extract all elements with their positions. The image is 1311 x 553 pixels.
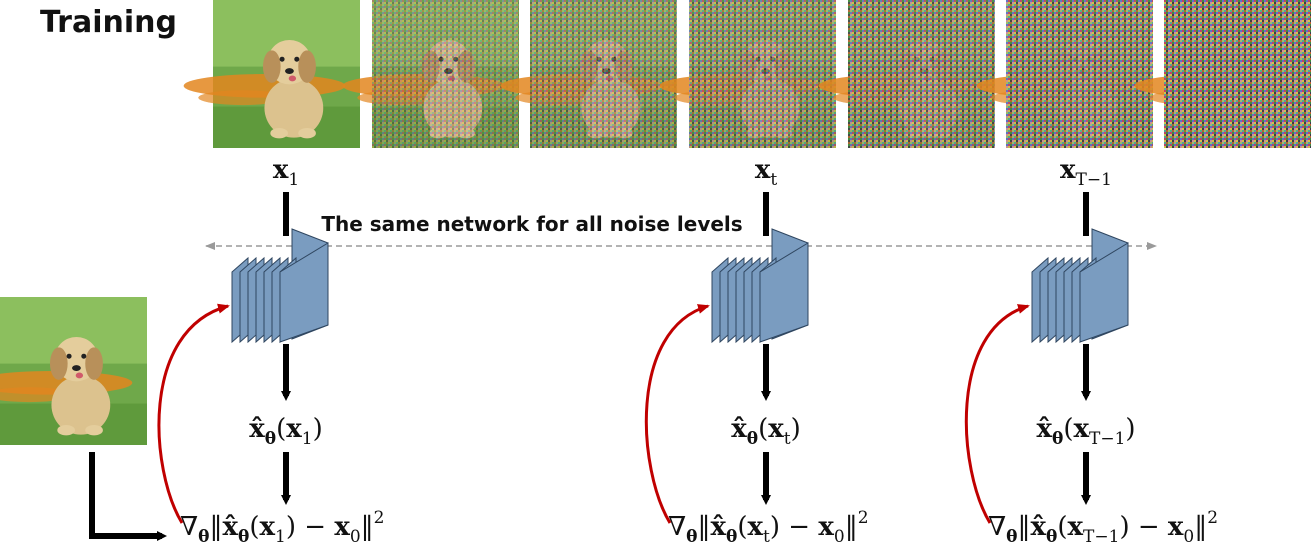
training-column: xT−1 x̂θ(xT−1) ∇θ‖x̂θ(xT−1) − x0‖2 bbox=[964, 155, 1218, 547]
training-columns: x1 x̂θ(x1) ∇θ‖x̂θ(x1) − x0‖2 xt x̂θ(xt) ∇θ‖x̂… bbox=[157, 155, 1218, 547]
noise-frame bbox=[183, 0, 360, 148]
denoising-network-icon bbox=[231, 228, 329, 344]
denoising-network-icon bbox=[711, 228, 809, 344]
noise-frame bbox=[818, 0, 995, 148]
noise-frame bbox=[659, 0, 836, 148]
prediction-label: x̂θ(x1) bbox=[249, 414, 323, 449]
training-column: xt x̂θ(xt) ∇θ‖x̂θ(xt) − x0‖2 bbox=[644, 155, 869, 547]
input-label: x1 bbox=[273, 155, 299, 190]
diagram-title: Training bbox=[40, 5, 177, 40]
noise-frame bbox=[342, 0, 519, 148]
loss-label: ∇θ‖x̂θ(x1) − x0‖2 bbox=[180, 508, 385, 547]
shared-network-banner: The same network for all noise levels bbox=[321, 212, 742, 236]
prediction-label: x̂θ(xT−1) bbox=[1036, 414, 1135, 449]
input-label: xT−1 bbox=[1060, 155, 1112, 190]
gradient-feedback-arrow bbox=[964, 304, 1030, 524]
prediction-label: x̂θ(xt) bbox=[731, 414, 801, 449]
input-label: xt bbox=[755, 155, 778, 190]
clean-target-image bbox=[0, 297, 147, 445]
denoising-network-icon bbox=[1031, 228, 1129, 344]
noise-strip bbox=[183, 0, 1311, 148]
gradient-feedback-arrow bbox=[157, 303, 230, 524]
noise-frame bbox=[500, 0, 677, 148]
noise-frame bbox=[1134, 0, 1311, 148]
noise-frame bbox=[976, 0, 1153, 148]
target-to-loss-arrow bbox=[89, 452, 167, 541]
training-column: x1 x̂θ(x1) ∇θ‖x̂θ(x1) − x0‖2 bbox=[157, 155, 385, 547]
gradient-feedback-arrow bbox=[644, 304, 710, 524]
loss-label: ∇θ‖x̂θ(xt) − x0‖2 bbox=[668, 508, 869, 547]
loss-label: ∇θ‖x̂θ(xT−1) − x0‖2 bbox=[988, 508, 1218, 547]
